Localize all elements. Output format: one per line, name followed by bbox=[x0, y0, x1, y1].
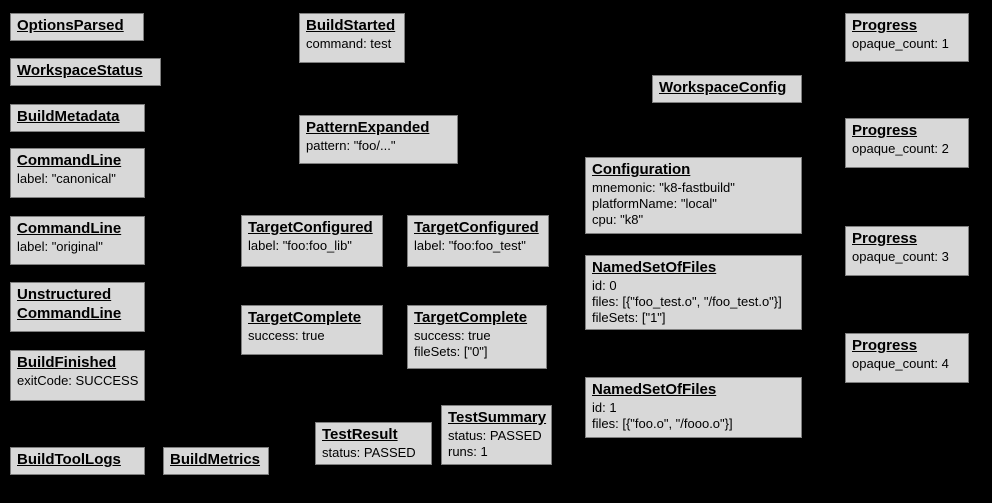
node-field: status: PASSED bbox=[448, 427, 542, 443]
node-title: BuildToolLogs bbox=[17, 451, 121, 468]
node-field: files: [{"foo_test.o", "/foo_test.o"}] bbox=[592, 294, 782, 309]
node-test-summary: TestSummary status: PASSED runs: 1 bbox=[441, 405, 552, 465]
node-field: label: "original" bbox=[17, 238, 103, 254]
node-title: Progress bbox=[852, 230, 918, 247]
node-title: TestSummary bbox=[448, 409, 547, 426]
node-title: Progress bbox=[852, 17, 918, 34]
node-field: command: test bbox=[306, 35, 392, 51]
node-progress-1: Progress opaque_count: 1 bbox=[845, 13, 969, 62]
node-progress-4: Progress opaque_count: 4 bbox=[845, 333, 969, 383]
node-build-metrics: BuildMetrics bbox=[163, 447, 269, 475]
node-title: PatternExpanded bbox=[306, 119, 430, 136]
node-build-started: BuildStarted command: test bbox=[299, 13, 405, 63]
node-command-line-canonical: CommandLine label: "canonical" bbox=[10, 148, 145, 198]
node-title: TargetConfigured bbox=[414, 219, 539, 236]
node-field: platformName: "local" bbox=[592, 196, 717, 211]
node-title: Unstructured CommandLine bbox=[17, 286, 122, 322]
node-field: success: true bbox=[414, 327, 491, 343]
node-title: WorkspaceConfig bbox=[659, 79, 787, 96]
node-title: Configuration bbox=[592, 161, 691, 178]
node-named-set-of-files-0: NamedSetOfFiles id: 0 files: [{"foo_test… bbox=[585, 255, 802, 330]
node-title: OptionsParsed bbox=[17, 17, 124, 34]
node-field: opaque_count: 4 bbox=[852, 355, 949, 371]
node-target-complete-lib: TargetComplete success: true bbox=[241, 305, 383, 355]
node-field: status: PASSED bbox=[322, 444, 416, 460]
node-field: exitCode: SUCCESS bbox=[17, 372, 139, 388]
node-title: TargetConfigured bbox=[248, 219, 373, 236]
node-title: TargetComplete bbox=[414, 309, 528, 326]
node-title: BuildMetrics bbox=[170, 451, 261, 468]
node-field: label: "foo:foo_lib" bbox=[248, 237, 352, 253]
node-title: BuildFinished bbox=[17, 354, 117, 371]
node-field: runs: 1 bbox=[448, 444, 488, 459]
node-workspace-status: WorkspaceStatus bbox=[10, 58, 161, 86]
node-target-configured-lib: TargetConfigured label: "foo:foo_lib" bbox=[241, 215, 383, 267]
node-field: opaque_count: 1 bbox=[852, 35, 949, 51]
node-options-parsed: OptionsParsed bbox=[10, 13, 144, 41]
node-field: label: "foo:foo_test" bbox=[414, 237, 526, 253]
node-field: label: "canonical" bbox=[17, 170, 116, 186]
node-title: CommandLine bbox=[17, 220, 122, 237]
node-title: Progress bbox=[852, 337, 918, 354]
node-title: CommandLine bbox=[17, 152, 122, 169]
node-target-complete-test: TargetComplete success: true fileSets: [… bbox=[407, 305, 547, 369]
node-build-finished: BuildFinished exitCode: SUCCESS bbox=[10, 350, 145, 401]
node-title: BuildStarted bbox=[306, 17, 396, 34]
node-build-tool-logs: BuildToolLogs bbox=[10, 447, 145, 475]
node-configuration: Configuration mnemonic: "k8-fastbuild" p… bbox=[585, 157, 802, 234]
node-target-configured-test: TargetConfigured label: "foo:foo_test" bbox=[407, 215, 549, 267]
node-title: TargetComplete bbox=[248, 309, 362, 326]
node-progress-2: Progress opaque_count: 2 bbox=[845, 118, 969, 168]
node-pattern-expanded: PatternExpanded pattern: "foo/..." bbox=[299, 115, 458, 164]
node-workspace-config: WorkspaceConfig bbox=[652, 75, 802, 103]
node-field: opaque_count: 3 bbox=[852, 248, 949, 264]
node-field: id: 0 bbox=[592, 277, 617, 293]
node-named-set-of-files-1: NamedSetOfFiles id: 1 files: [{"foo.o", … bbox=[585, 377, 802, 438]
node-unstructured-command-line: Unstructured CommandLine bbox=[10, 282, 145, 332]
node-field: fileSets: ["0"] bbox=[414, 344, 488, 359]
node-title: WorkspaceStatus bbox=[17, 62, 143, 79]
node-test-result: TestResult status: PASSED bbox=[315, 422, 432, 465]
node-title: Progress bbox=[852, 122, 918, 139]
node-command-line-original: CommandLine label: "original" bbox=[10, 216, 145, 265]
node-field: cpu: "k8" bbox=[592, 212, 644, 228]
node-field: success: true bbox=[248, 327, 325, 343]
node-field: opaque_count: 2 bbox=[852, 140, 949, 156]
node-title: NamedSetOfFiles bbox=[592, 259, 717, 276]
node-title: BuildMetadata bbox=[17, 108, 120, 125]
node-field: pattern: "foo/..." bbox=[306, 137, 396, 153]
node-title: NamedSetOfFiles bbox=[592, 381, 717, 398]
node-progress-3: Progress opaque_count: 3 bbox=[845, 226, 969, 276]
node-field: id: 1 bbox=[592, 399, 617, 415]
node-field: files: [{"foo.o", "/fooo.o"}] bbox=[592, 416, 733, 431]
node-field: mnemonic: "k8-fastbuild" bbox=[592, 179, 735, 195]
node-field: fileSets: ["1"] bbox=[592, 310, 666, 326]
node-title: TestResult bbox=[322, 426, 398, 443]
node-build-metadata: BuildMetadata bbox=[10, 104, 145, 132]
